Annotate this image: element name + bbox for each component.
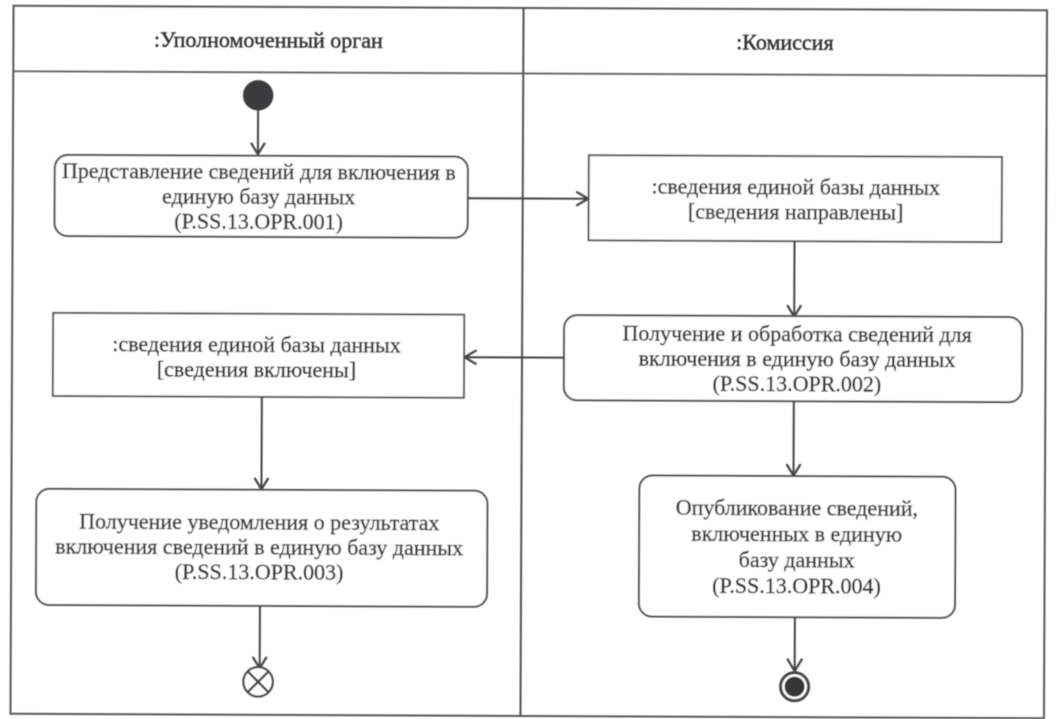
svg-text:включенных в единую: включенных в единую (691, 521, 902, 547)
svg-text::Комиссия: :Комиссия (736, 29, 833, 54)
svg-text:(P.SS.13.OPR.001): (P.SS.13.OPR.001) (174, 208, 343, 234)
svg-text:(P.SS.13.OPR.002): (P.SS.13.OPR.002) (712, 371, 881, 397)
svg-text:базу данных: базу данных (739, 547, 855, 573)
svg-text:[сведения включены]: [сведения включены] (157, 356, 356, 382)
svg-text::сведения единой базы данных: :сведения единой базы данных (651, 174, 940, 200)
svg-text:Получение и обработка сведений: Получение и обработка сведений для (622, 320, 971, 347)
svg-text:Представление сведений для вкл: Представление сведений для включения в (62, 158, 456, 185)
svg-text:включения сведений в единую ба: включения сведений в единую базу данных (55, 533, 463, 560)
svg-text:Опубликование сведений,: Опубликование сведений, (676, 495, 918, 521)
svg-text:(P.SS.13.OPR.004): (P.SS.13.OPR.004) (712, 573, 881, 599)
svg-text:(P.SS.13.OPR.003): (P.SS.13.OPR.003) (175, 559, 344, 585)
svg-text::сведения единой базы данных: :сведения единой базы данных (112, 331, 401, 357)
svg-text:[сведения направлены]: [сведения направлены] (688, 199, 904, 225)
svg-text:включения в единую базу данных: включения в единую базу данных (639, 345, 956, 371)
svg-text:единую базу данных: единую базу данных (162, 183, 355, 209)
svg-text:Получение уведомления о резуль: Получение уведомления о результатах (79, 509, 439, 536)
svg-text::Уполномоченный орган: :Уполномоченный орган (154, 27, 383, 53)
